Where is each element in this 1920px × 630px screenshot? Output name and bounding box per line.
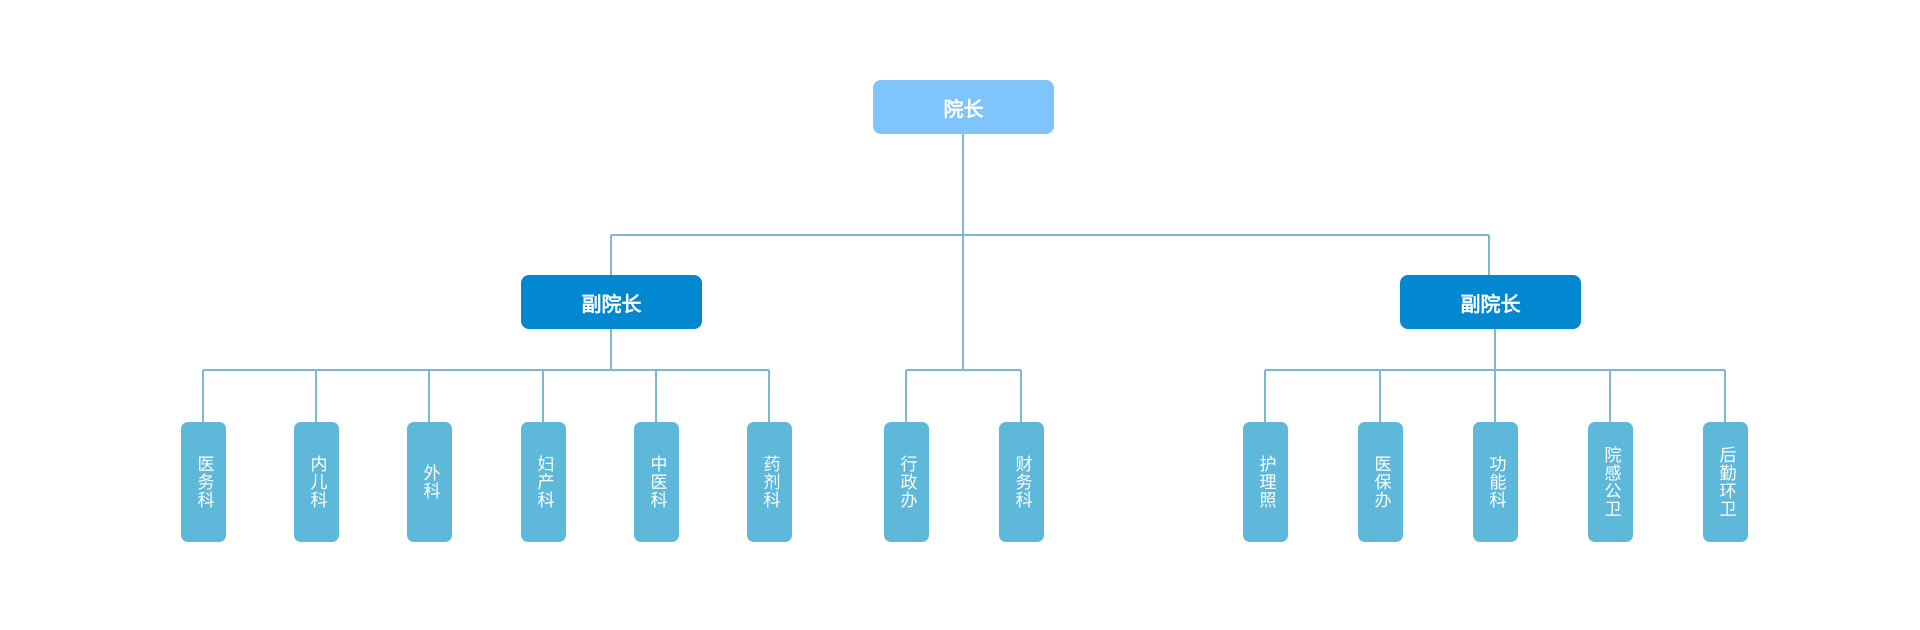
vice-president-left-label: 副院长: [581, 291, 642, 316]
department-label: 医务科: [193, 455, 214, 509]
department-label: 妇产科: [533, 455, 554, 509]
department-node: 财务科: [999, 422, 1044, 542]
department-label: 医保办: [1370, 455, 1391, 509]
department-node: 行政办: [884, 422, 929, 542]
department-label: 护理照: [1255, 455, 1276, 509]
department-node: 药剂科: [747, 422, 792, 542]
department-label: 内儿科: [306, 455, 327, 509]
department-node: 外科: [407, 422, 452, 542]
vice-president-right-label: 副院长: [1460, 291, 1521, 316]
department-label: 行政办: [896, 455, 917, 509]
department-node: 护理照: [1243, 422, 1288, 542]
root-node: 院长: [873, 80, 1054, 134]
root-label: 院长: [943, 96, 984, 121]
department-node: 内儿科: [294, 422, 339, 542]
department-label: 后勤环卫: [1715, 446, 1736, 518]
vice-president-left-node: 副院长: [521, 275, 702, 329]
department-node: 后勤环卫: [1703, 422, 1748, 542]
department-label: 财务科: [1011, 455, 1032, 509]
department-node: 医务科: [181, 422, 226, 542]
vice-president-right-node: 副院长: [1400, 275, 1581, 329]
department-label: 药剂科: [759, 455, 780, 509]
department-node: 妇产科: [521, 422, 566, 542]
department-node: 院感公卫: [1588, 422, 1633, 542]
department-label: 中医科: [646, 455, 667, 509]
department-label: 功能科: [1485, 455, 1506, 509]
department-node: 中医科: [634, 422, 679, 542]
department-label: 院感公卫: [1600, 446, 1621, 518]
department-node: 功能科: [1473, 422, 1518, 542]
department-node: 医保办: [1358, 422, 1403, 542]
department-label: 外科: [419, 464, 440, 500]
